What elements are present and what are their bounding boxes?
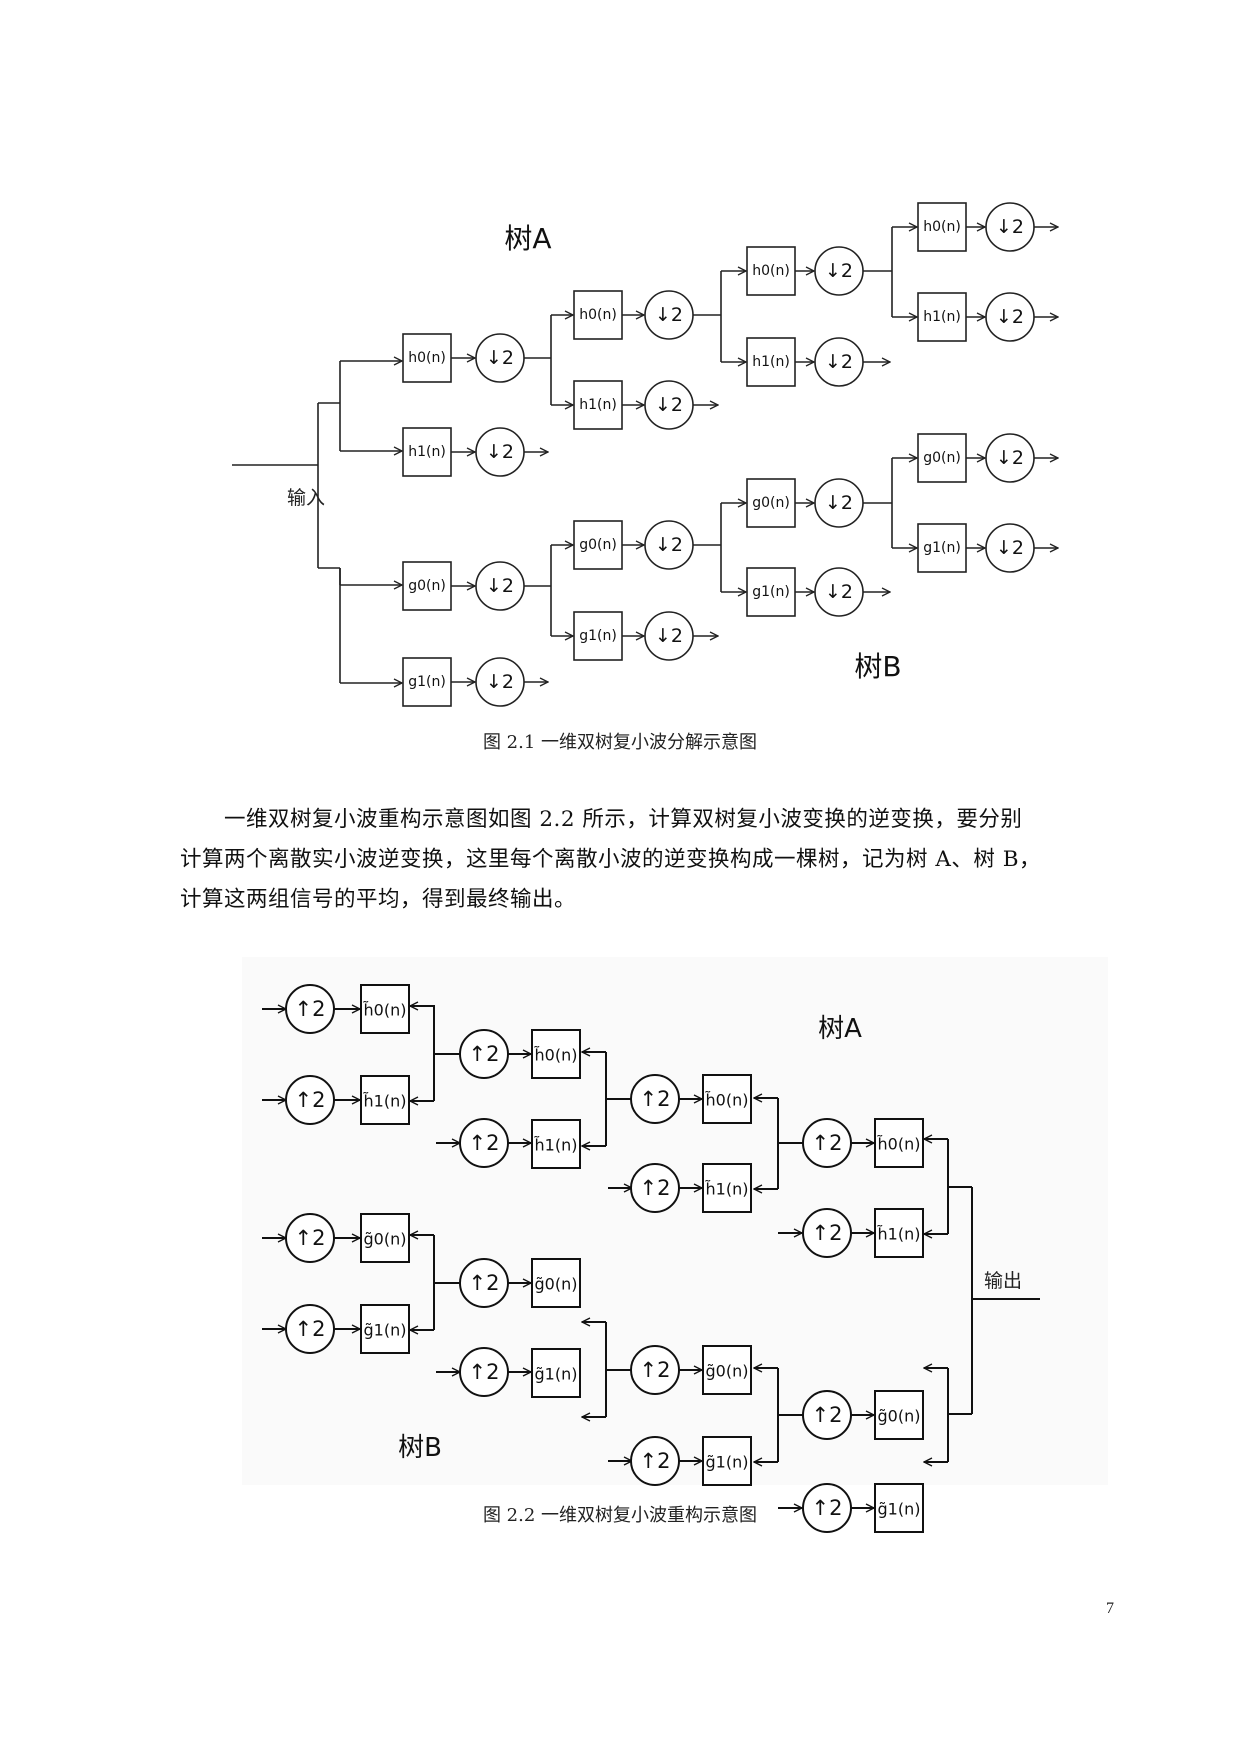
downsample-label: ↓2 <box>996 306 1024 328</box>
upsample-label: ↑2 <box>640 1087 671 1111</box>
tree-a-label: 树A <box>504 222 551 255</box>
downsample-label: ↓2 <box>996 537 1024 559</box>
upsample-label: ↑2 <box>295 1226 326 1250</box>
filter-node-label: g0(n) <box>579 537 617 553</box>
paragraph-text: 一维双树复小波重构示意图如图 2.2 所示，计算双树复小波变换的逆变换，要分别 <box>224 807 1023 832</box>
filter-node-label: h0(n) <box>923 219 961 235</box>
downsample-label: ↓2 <box>655 625 683 647</box>
filter-node-label: h1(n) <box>923 309 961 325</box>
upsample-label: ↑2 <box>469 1131 500 1155</box>
tree-a-label: 树A <box>818 1014 862 1044</box>
filter-node-label: h1(n) <box>752 354 790 370</box>
upsample-label: ↑2 <box>812 1403 843 1427</box>
synthesis-filter-label: h̃0(n) <box>363 1001 407 1020</box>
upsample-label: ↑2 <box>640 1449 671 1473</box>
synthesis-filter-label: h̃1(n) <box>877 1225 921 1244</box>
paragraph-line-2: 计算两个离散实小波逆变换，这里每个离散小波的逆变换构成一棵树，记为树 A、树 B… <box>180 847 1041 872</box>
filter-node-label: h0(n) <box>752 263 790 279</box>
filter-node-label: h0(n) <box>408 350 446 366</box>
paragraph-line-3: 计算这两组信号的平均，得到最终输出。 <box>180 887 577 912</box>
synthesis-filter-label: h̃0(n) <box>877 1135 921 1154</box>
synthesis-filter-label: g̃0(n) <box>364 1230 407 1249</box>
output-label: 输出 <box>984 1270 1022 1292</box>
downsample-label: ↓2 <box>486 671 514 693</box>
synthesis-filter-label: h̃0(n) <box>534 1046 578 1065</box>
synthesis-filter-label: g̃1(n) <box>535 1365 578 1384</box>
filter-node-label: g1(n) <box>752 584 790 600</box>
input-label: 输入 <box>287 487 325 509</box>
figure-2-caption: 图 2.2 一维双树复小波重构示意图 <box>482 1505 758 1526</box>
page-number: 7 <box>1106 1600 1114 1617</box>
downsample-label: ↓2 <box>825 581 853 603</box>
downsample-label: ↓2 <box>655 304 683 326</box>
synthesis-filter-label: h̃1(n) <box>705 1180 749 1199</box>
synthesis-filter-label: g̃1(n) <box>364 1321 407 1340</box>
filter-node-label: h1(n) <box>408 444 446 460</box>
tree-b-label: 树B <box>854 650 901 683</box>
upsample-label: ↑2 <box>469 1360 500 1384</box>
figure-decomposition-diagram: h0(n) h1(n) g0(n) g1(n) h0(n) h1(n) g0(n… <box>232 202 1240 707</box>
downsample-label: ↓2 <box>486 441 514 463</box>
downsample-label: ↓2 <box>486 347 514 369</box>
filter-node-label: g0(n) <box>408 578 446 594</box>
figure-1-caption: 图 2.1 一维双树复小波分解示意图 <box>482 732 758 753</box>
downsample-label: ↓2 <box>825 492 853 514</box>
upsample-label: ↑2 <box>295 997 326 1021</box>
synthesis-filter-label: g̃0(n) <box>878 1407 921 1426</box>
upsample-label: ↑2 <box>469 1271 500 1295</box>
upsample-label: ↑2 <box>640 1358 671 1382</box>
filter-node-label: g1(n) <box>408 674 446 690</box>
body-paragraph: 一维双树复小波重构示意图如图 2.2 所示，计算双树复小波变换的逆变换，要分别 … <box>180 800 1120 920</box>
synthesis-filter-label: h̃0(n) <box>705 1091 749 1110</box>
filter-node-label: g0(n) <box>752 495 790 511</box>
paragraph-line-1: 一维双树复小波重构示意图如图 2.2 所示，计算双树复小波变换的逆变换，要分别 <box>180 800 1120 840</box>
filter-node-label: g1(n) <box>579 628 617 644</box>
downsample-label: ↓2 <box>996 447 1024 469</box>
upsample-label: ↑2 <box>469 1042 500 1066</box>
downsample-label: ↓2 <box>996 216 1024 238</box>
downsample-label: ↓2 <box>825 351 853 373</box>
downsample-label: ↓2 <box>655 534 683 556</box>
filter-node-label: g0(n) <box>923 450 961 466</box>
tree-b-label: 树B <box>398 1433 442 1463</box>
synthesis-filter-label: h̃1(n) <box>363 1092 407 1111</box>
filter-node-label: h0(n) <box>579 307 617 323</box>
synthesis-filter-label: g̃1(n) <box>706 1453 749 1472</box>
downsample-label: ↓2 <box>655 394 683 416</box>
downsample-label: ↓2 <box>486 575 514 597</box>
upsample-label: ↑2 <box>812 1221 843 1245</box>
synthesis-filter-label: g̃0(n) <box>535 1275 578 1294</box>
upsample-label: ↑2 <box>295 1317 326 1341</box>
upsample-label: ↑2 <box>295 1088 326 1112</box>
upsample-label: ↑2 <box>812 1131 843 1155</box>
upsample-label: ↑2 <box>640 1176 671 1200</box>
synthesis-filter-label: h̃1(n) <box>534 1136 578 1155</box>
filter-node-label: h1(n) <box>579 397 617 413</box>
synthesis-filter-label: g̃0(n) <box>706 1362 749 1381</box>
filter-node-label: g1(n) <box>923 540 961 556</box>
downsample-label: ↓2 <box>825 260 853 282</box>
